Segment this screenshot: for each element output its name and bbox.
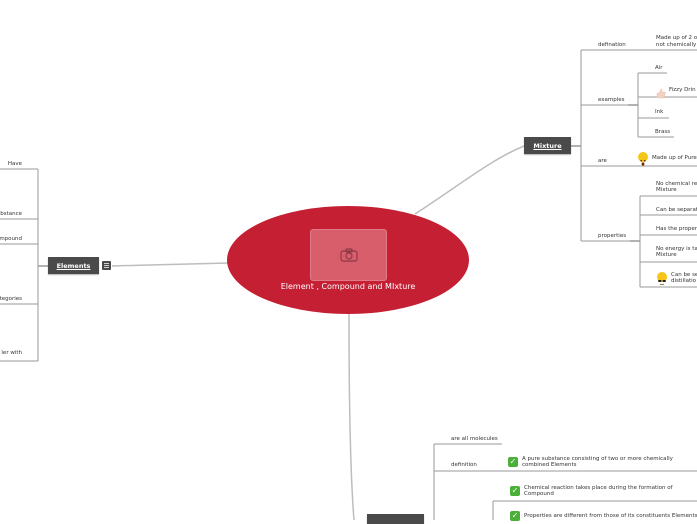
compound-are-all-molecules[interactable]: are all molecules: [451, 436, 498, 442]
elements-child-with[interactable]: ler with: [1, 350, 22, 356]
sunglasses-face-icon: [657, 272, 667, 286]
central-topic-title: Element , Compound and MIxture: [280, 282, 416, 291]
example-brass[interactable]: Brass: [655, 129, 671, 135]
checkmark-icon: ✓: [508, 457, 518, 467]
compound-property-reaction-2: Compound: [524, 491, 554, 497]
mixture-are-label[interactable]: are: [598, 158, 607, 164]
topic-elements[interactable]: Elements: [48, 257, 99, 274]
mixture-are-value[interactable]: Made up of Pure: [652, 155, 697, 161]
property-no-chemical-2: Mixture: [656, 187, 677, 193]
example-fizzy-drink[interactable]: Fizzy Drin: [669, 87, 696, 93]
camera-icon[interactable]: [310, 229, 387, 281]
compound-property-different[interactable]: Properties are different from those of i…: [524, 513, 697, 519]
surprised-face-icon: [638, 152, 648, 166]
checkmark-icon: ✓: [510, 511, 520, 521]
elements-child-have[interactable]: Have: [7, 161, 22, 167]
central-topic[interactable]: Element , Compound and MIxture: [227, 206, 469, 314]
topic-mixture[interactable]: Mixture: [524, 137, 571, 154]
mixture-defination-value-2: not chemically: [656, 42, 697, 48]
property-no-energy-1[interactable]: No energy is ta: [656, 246, 697, 252]
elements-child-categories[interactable]: tegories: [0, 296, 22, 302]
checkmark-icon: ✓: [510, 486, 520, 496]
property-distillation-1[interactable]: Can be se: [671, 272, 697, 278]
mixture-examples-label[interactable]: examples: [598, 97, 625, 103]
compound-definition-value-1[interactable]: A pure substance consisting of two or mo…: [522, 456, 673, 462]
elements-child-substance[interactable]: bstance: [0, 211, 22, 217]
example-air[interactable]: Air: [655, 65, 663, 71]
property-can-be-separated[interactable]: Can be separat: [656, 207, 697, 213]
property-has-the-properties[interactable]: Has the proper: [656, 226, 697, 232]
mixture-defination-label[interactable]: defination: [598, 42, 626, 48]
topic-mixture-label: Mixture: [533, 141, 562, 150]
mixture-defination-value-1[interactable]: Made up of 2 o: [656, 35, 697, 41]
compound-definition-label[interactable]: definition: [451, 462, 477, 468]
topic-elements-label: Elements: [56, 261, 91, 270]
mixture-properties-label[interactable]: properties: [598, 233, 627, 239]
topic-compound[interactable]: [367, 514, 424, 524]
property-distillation-2: distillatio: [671, 278, 697, 284]
example-ink[interactable]: Ink: [655, 109, 664, 115]
thumbs-up-icon: [655, 84, 666, 99]
notes-icon[interactable]: [102, 261, 111, 270]
elements-child-compound[interactable]: mpound: [0, 236, 22, 242]
property-no-chemical-1[interactable]: No chemical re: [656, 181, 697, 187]
property-no-energy-2: Mixture: [656, 252, 677, 258]
compound-definition-value-2: combined Elements: [522, 462, 577, 468]
compound-property-reaction-1[interactable]: Chemical reaction takes place during the…: [524, 485, 673, 491]
